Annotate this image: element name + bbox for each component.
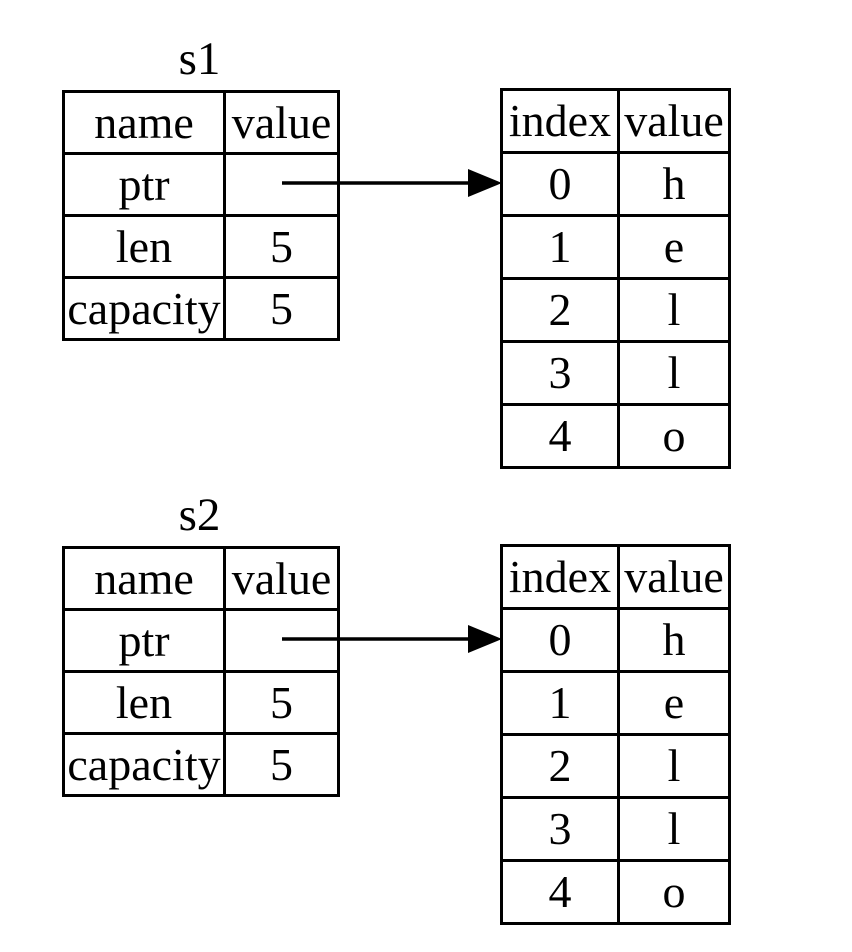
heap-cell-index: 4 (500, 403, 620, 469)
stack-table-s2: name value ptr len 5 capacity 5 (62, 546, 340, 797)
heap-row: 4 o (500, 403, 731, 469)
stack-header-name: name (62, 90, 226, 155)
heap-cell-value: l (617, 277, 731, 343)
stack-table-s1: name value ptr len 5 capacity 5 (62, 90, 340, 341)
heap-cell-value: o (617, 403, 731, 469)
stack-header-value: value (223, 90, 340, 155)
stack-row-capacity: capacity 5 (62, 276, 340, 341)
stack-cell-name: ptr (62, 152, 226, 217)
stack-cell-name: ptr (62, 608, 226, 673)
stack-cell-name: capacity (62, 276, 226, 341)
heap-cell-index: 2 (500, 277, 620, 343)
stack-cell-value: 5 (223, 732, 340, 797)
heap-table-s2: index value 0 h 1 e 2 l 3 l 4 o (500, 544, 731, 925)
heap-row: 2 l (500, 277, 731, 343)
heap-cell-value: l (617, 733, 731, 799)
heap-header-index: index (500, 544, 620, 610)
stack-cell-name: len (62, 670, 226, 735)
heap-cell-value: l (617, 340, 731, 406)
heap-header-value: value (617, 544, 731, 610)
heap-cell-value: o (617, 859, 731, 925)
heap-row: 0 h (500, 607, 731, 673)
stack-row-capacity: capacity 5 (62, 732, 340, 797)
heap-row: 1 e (500, 214, 731, 280)
heap-row: 4 o (500, 859, 731, 925)
heap-cell-value: h (617, 607, 731, 673)
heap-cell-index: 1 (500, 670, 620, 736)
heap-row: 2 l (500, 733, 731, 799)
heap-row: 3 l (500, 796, 731, 862)
heap-cell-index: 0 (500, 151, 620, 217)
heap-cell-index: 3 (500, 796, 620, 862)
stack-cell-value: 5 (223, 214, 340, 279)
heap-header-row: index value (500, 544, 731, 610)
heap-cell-index: 1 (500, 214, 620, 280)
heap-header-index: index (500, 88, 620, 154)
heap-cell-value: e (617, 670, 731, 736)
heap-cell-value: e (617, 214, 731, 280)
stack-header-row: name value (62, 90, 340, 155)
pointer-arrow-s1 (282, 169, 502, 197)
heap-cell-index: 3 (500, 340, 620, 406)
pointer-arrow-s2 (282, 625, 502, 653)
stack-header-row: name value (62, 546, 340, 611)
heap-header-row: index value (500, 88, 731, 154)
stack-header-name: name (62, 546, 226, 611)
variable-title-s2: s2 (178, 489, 221, 541)
heap-cell-value: h (617, 151, 731, 217)
stack-row-len: len 5 (62, 214, 340, 279)
heap-cell-index: 4 (500, 859, 620, 925)
stack-row-ptr: ptr (62, 608, 340, 673)
heap-cell-index: 2 (500, 733, 620, 799)
heap-row: 0 h (500, 151, 731, 217)
heap-cell-value: l (617, 796, 731, 862)
heap-row: 3 l (500, 340, 731, 406)
stack-cell-name: capacity (62, 732, 226, 797)
heap-table-s1: index value 0 h 1 e 2 l 3 l 4 o (500, 88, 731, 469)
stack-cell-value: 5 (223, 670, 340, 735)
stack-cell-value: 5 (223, 276, 340, 341)
heap-cell-index: 0 (500, 607, 620, 673)
heap-row: 1 e (500, 670, 731, 736)
variable-title-s1: s1 (178, 33, 221, 85)
heap-header-value: value (617, 88, 731, 154)
stack-row-len: len 5 (62, 670, 340, 735)
stack-cell-name: len (62, 214, 226, 279)
stack-header-value: value (223, 546, 340, 611)
